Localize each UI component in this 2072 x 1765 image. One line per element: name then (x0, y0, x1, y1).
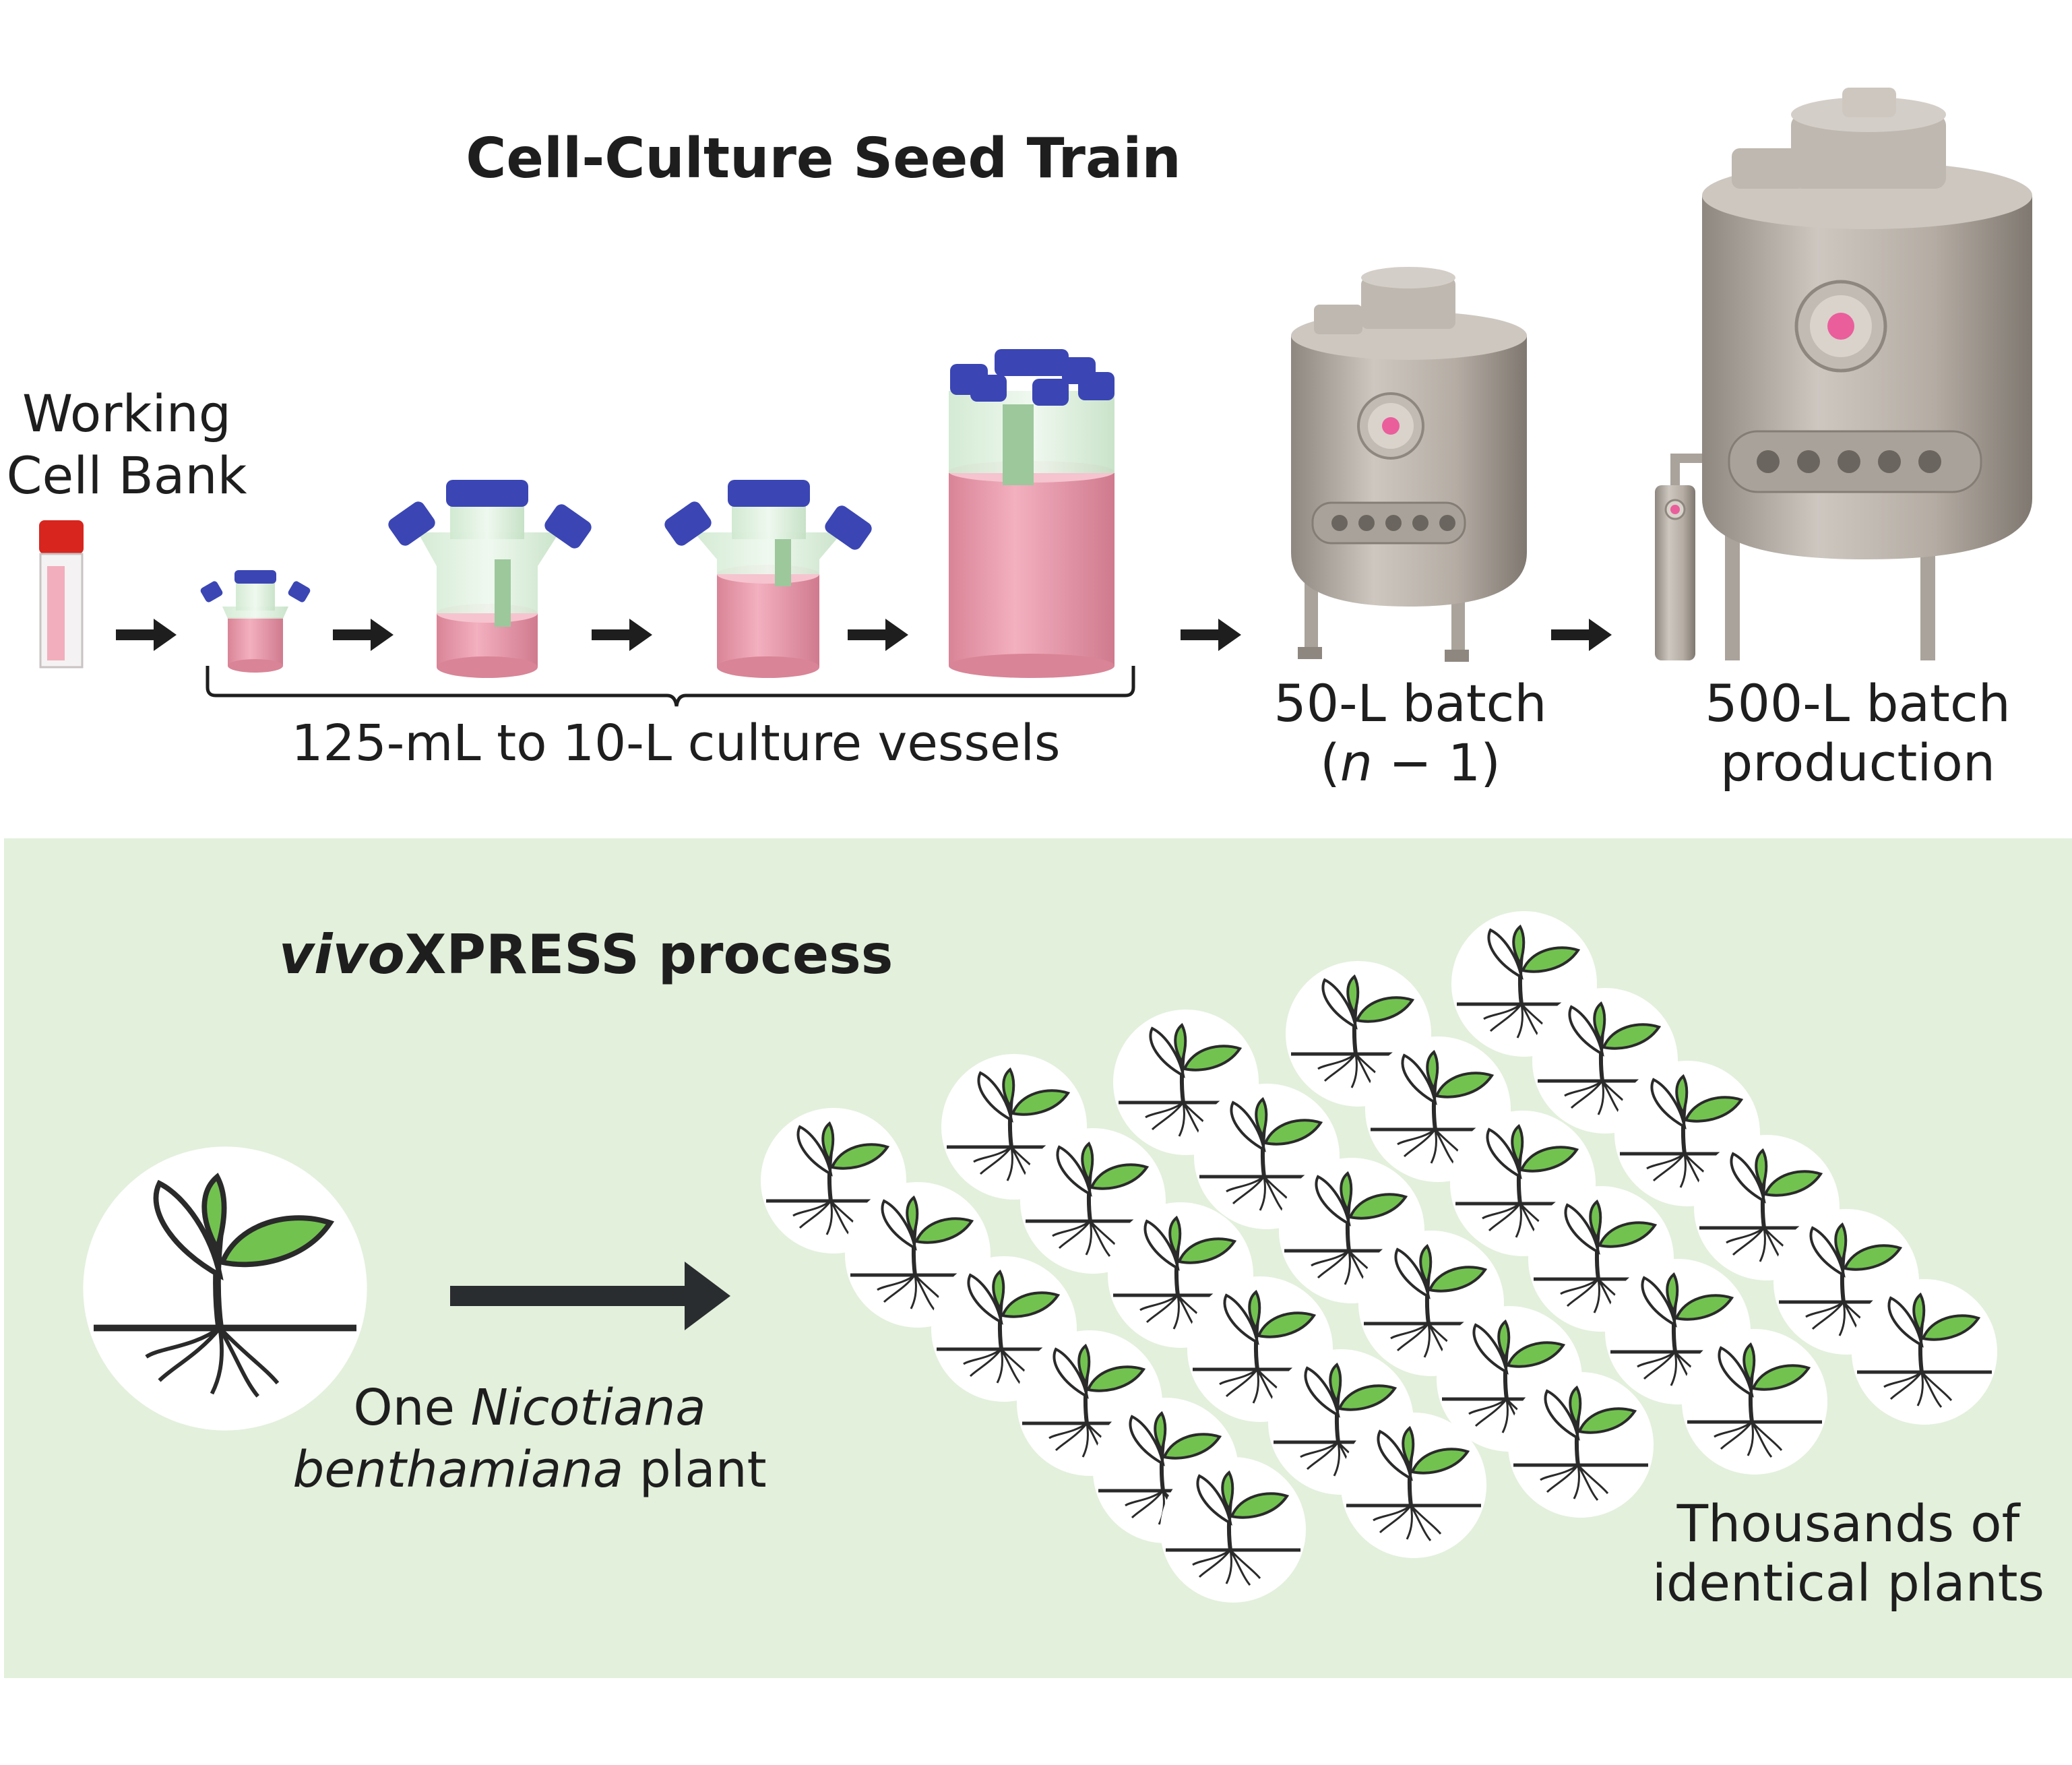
one-plant-species: benthamiana (292, 1441, 624, 1499)
vivoxpress-title-rest: XPRESS process (404, 923, 893, 986)
batch-500l-label: 500-L batch production (1705, 674, 2011, 793)
batch-50l-line2: (n − 1) (1320, 733, 1501, 793)
plant-clone (1160, 1457, 1306, 1603)
culture-vessel-10l-icon (949, 349, 1115, 678)
culture-vessel-medium-b-icon (664, 480, 872, 678)
process-arrow (450, 1262, 730, 1330)
batch-500l-line1: 500-L batch (1705, 673, 2011, 733)
one-plant-label: One Nicotiana benthamiana plant (292, 1377, 766, 1501)
working-cell-bank-label: Working Cell Bank (6, 383, 247, 507)
plant-clone (1682, 1329, 1827, 1475)
batch-500l-line2: production (1720, 733, 1996, 793)
thousands-line2: identical plants (1652, 1553, 2045, 1613)
thousands-label: Thousands of identical plants (1652, 1494, 2044, 1613)
vivoxpress-title-italic: vivo (279, 923, 405, 986)
working-cell-bank-line2: Cell Bank (6, 445, 247, 505)
culture-vessel-125ml-icon (200, 570, 311, 673)
one-plant-suffix: plant (623, 1441, 767, 1499)
thousands-line1: Thousands of (1676, 1493, 2020, 1553)
batch-50l-label: 50-L batch (n − 1) (1274, 674, 1546, 793)
plant-clone (1508, 1372, 1654, 1518)
bioreactor-50l-icon (1291, 267, 1527, 662)
vivoxpress-title: vivoXPRESS process (279, 923, 893, 986)
vessels-brace (206, 666, 1135, 707)
one-plant-line2: benthamiana plant (292, 1439, 766, 1501)
culture-vessel-medium-a-icon (388, 480, 592, 678)
one-plant-line1: One Nicotiana (292, 1377, 766, 1439)
seed-train-arrows (116, 619, 1612, 651)
batch-50l-line1: 50-L batch (1274, 673, 1547, 733)
plant-clone (1852, 1279, 1997, 1425)
culture-vessels-label: 125-mL to 10-L culture vessels (291, 714, 1061, 772)
bioreactor-500l-icon (1655, 88, 2032, 660)
working-cell-bank-line1: Working (22, 383, 231, 443)
seed-train-title: Cell-Culture Seed Train (466, 127, 1181, 191)
batch-50l-n: n (1340, 733, 1373, 793)
one-plant-genus: Nicotiana (470, 1379, 706, 1437)
batch-50l-minus-one: − 1) (1372, 733, 1501, 793)
cell-bank-vial-icon (39, 520, 84, 669)
one-plant-prefix: One (353, 1379, 471, 1437)
